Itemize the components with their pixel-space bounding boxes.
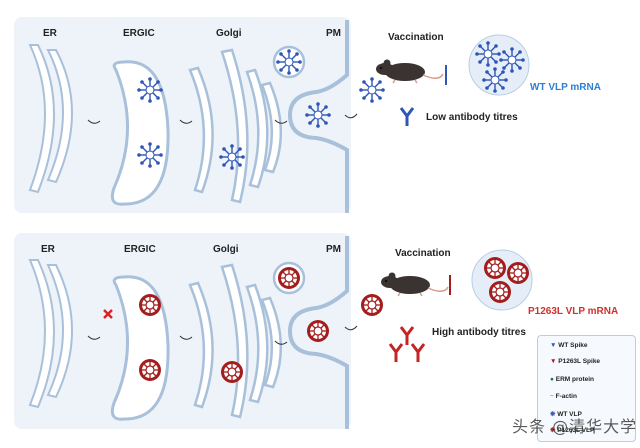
top-vaccination-label: Vaccination (388, 32, 444, 43)
legend-item-erm: ● ERM protein (550, 376, 595, 383)
top-vlp-vesicle (275, 48, 303, 76)
top-vlp-ergic (136, 76, 164, 104)
bottom-stage-pm: PM (326, 244, 341, 255)
bottom-mrna-vlp-3 (488, 280, 512, 304)
bottom-mrna-vlp-1 (483, 256, 507, 280)
bottom-stage-golgi: Golgi (213, 244, 239, 255)
bottom-vlp-ergic (138, 293, 162, 317)
top-er (28, 44, 73, 194)
legend-item-p1263l-vlp: ❋ P1263L VLP (550, 427, 595, 434)
bottom-golgi (188, 263, 282, 419)
legend-item-wt-spike: ▼ WT Spike (550, 342, 588, 349)
legend-item-p1263l-spike: ▼ P1263L Spike (550, 358, 601, 365)
top-mrna-label: WT VLP mRNA (530, 82, 601, 93)
bottom-er (28, 259, 73, 409)
p1263l-spike-icon: ▼ (550, 358, 557, 365)
bottom-vlp-ergic-2 (138, 358, 162, 382)
bottom-plasma-membrane (287, 236, 349, 429)
bottom-antibody-icon-2 (388, 342, 404, 364)
bottom-stage-er: ER (41, 244, 55, 255)
watermark: 头条 @清华大学 (512, 417, 638, 436)
erm-protein-icon: ● (550, 376, 554, 383)
bottom-antibody-icon-1 (399, 325, 415, 347)
bottom-vlp-vesicle (277, 266, 301, 290)
top-antibody-label: Low antibody titres (426, 112, 518, 123)
top-released-vlp (358, 76, 386, 104)
top-stage-er: ER (43, 28, 57, 39)
top-mouse (375, 58, 444, 84)
top-vlp-golgi (218, 143, 246, 171)
legend: ▼ WT Spike ▼ P1263L Spike ● ERM protein … (537, 335, 636, 442)
legend-item-wt-vlp: ❋ WT VLP (550, 411, 582, 418)
bottom-mrna-label: P1263L VLP mRNA (528, 306, 619, 317)
top-mrna-vlp-2 (498, 46, 526, 74)
p1263l-vlp-icon: ❋ (550, 427, 556, 434)
wt-vlp-icon: ❋ (550, 411, 556, 418)
transport-arrows (87, 113, 358, 345)
bottom-vaccination-label: Vaccination (395, 248, 451, 259)
top-antibody-icon (399, 106, 415, 128)
bottom-vlp-budding (306, 319, 330, 343)
bottom-stage-ergic: ERGIC (124, 244, 156, 255)
top-vlp-budding (304, 101, 332, 129)
bottom-released-vlp (360, 293, 384, 317)
bottom-vlp-golgi (220, 360, 244, 384)
bottom-mrna-vlp-2 (506, 261, 530, 285)
bottom-antibody-label: High antibody titres (432, 327, 526, 338)
top-ergic (110, 60, 170, 206)
top-stage-pm: PM (326, 28, 341, 39)
f-actin-icon: ~ (550, 393, 554, 400)
legend-item-factin: ~ F-actin (550, 393, 577, 400)
top-vlp-ergic-2 (136, 141, 164, 169)
top-mrna-circle (468, 34, 530, 96)
bottom-mouse (380, 271, 449, 297)
top-mrna-vlp-3 (481, 66, 509, 94)
top-plasma-membrane (287, 20, 349, 213)
top-mrna-vlp-1 (474, 40, 502, 68)
top-stage-golgi: Golgi (216, 28, 242, 39)
top-stage-ergic: ERGIC (123, 28, 155, 39)
bottom-antibody-icon-3 (410, 342, 426, 364)
wt-spike-icon: ▼ (550, 342, 557, 349)
blocked-x-icon (103, 309, 113, 319)
